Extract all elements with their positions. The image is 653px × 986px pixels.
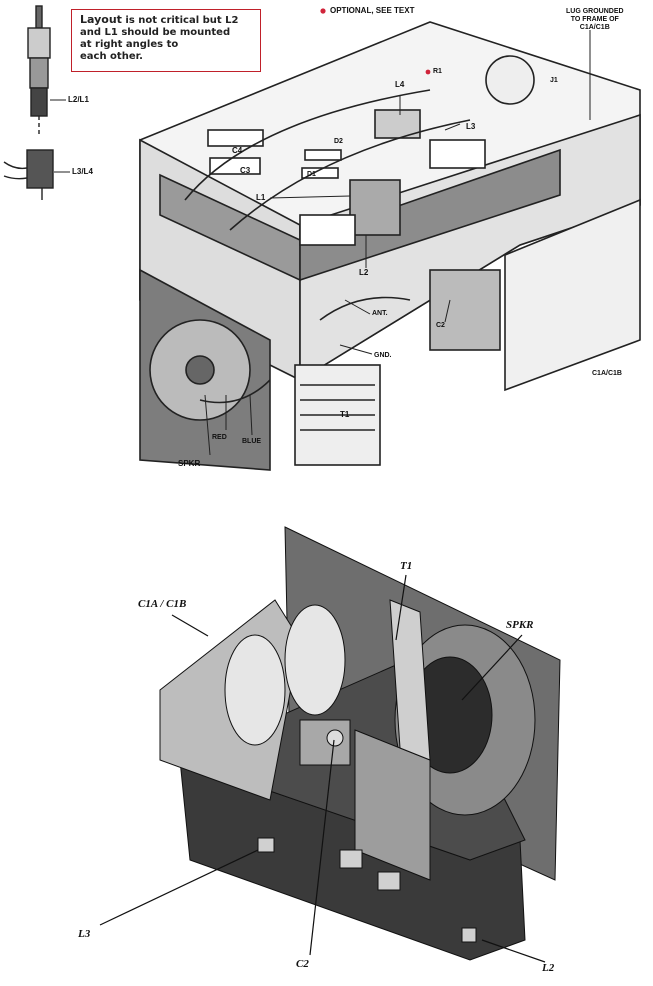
coil-l2-l1-detail bbox=[27, 5, 51, 136]
label-l4: L4 bbox=[395, 80, 405, 89]
photo-label-c2: C2 bbox=[296, 958, 309, 970]
optional-dot-legend bbox=[320, 8, 326, 14]
label-blue: BLUE bbox=[242, 438, 262, 445]
label-lug-1: LUG GROUNDED bbox=[566, 8, 624, 15]
photo-chassis bbox=[159, 526, 561, 961]
note-line-2: and L1 should be mounted bbox=[80, 27, 231, 38]
label-l2: L2 bbox=[359, 268, 369, 277]
note-line-4: each other. bbox=[80, 51, 143, 62]
label-r1: R1 bbox=[433, 68, 442, 75]
top-leader-lines bbox=[50, 30, 591, 456]
label-l2-l1: L2/L1 bbox=[68, 95, 89, 104]
label-red: RED bbox=[212, 434, 227, 441]
note-line-1: is not critical but L2 bbox=[125, 15, 239, 26]
coil-l3-l4-detail bbox=[3, 149, 54, 200]
optional-dot-r1 bbox=[425, 69, 431, 75]
photo-leader-lines bbox=[99, 574, 546, 963]
label-c4: C4 bbox=[232, 146, 243, 155]
label-l3: L3 bbox=[466, 122, 476, 131]
top-wiring-drawing bbox=[3, 5, 641, 471]
note-lead: Layout bbox=[80, 13, 122, 26]
photo-label-l2: L2 bbox=[542, 962, 555, 974]
label-lug-3: C1A/C1B bbox=[579, 24, 610, 31]
label-c3: C3 bbox=[240, 166, 251, 175]
note-line-3: at right angles to bbox=[80, 39, 179, 50]
label-t1: T1 bbox=[340, 410, 350, 419]
label-c2: C2 bbox=[436, 322, 445, 329]
label-d2: D2 bbox=[334, 138, 343, 145]
photo-label-l3: L3 bbox=[78, 928, 91, 940]
label-j1: J1 bbox=[550, 77, 558, 84]
label-gnd: GND. bbox=[374, 352, 392, 359]
label-l1: L1 bbox=[256, 193, 266, 202]
label-ant: ANT. bbox=[372, 310, 388, 317]
label-spkr: SPKR bbox=[178, 459, 201, 468]
label-d1: D1 bbox=[307, 171, 316, 178]
layout-note: Layout is not critical but L2 and L1 sho… bbox=[71, 9, 261, 72]
chassis bbox=[139, 21, 641, 471]
label-lug: LUG GROUNDED TO FRAME OF C1A/C1B bbox=[566, 8, 624, 32]
optional-legend: OPTIONAL, SEE TEXT bbox=[330, 6, 415, 15]
label-lug-2: TO FRAME OF bbox=[570, 16, 619, 23]
photo-label-c1a-c1b: C1A / C1B bbox=[138, 598, 187, 610]
photo-label-spkr: SPKR bbox=[506, 619, 534, 631]
photo-label-t1: T1 bbox=[400, 560, 413, 572]
label-c1a-c1b: C1A/C1B bbox=[592, 370, 622, 377]
label-l3-l4: L3/L4 bbox=[72, 167, 93, 176]
